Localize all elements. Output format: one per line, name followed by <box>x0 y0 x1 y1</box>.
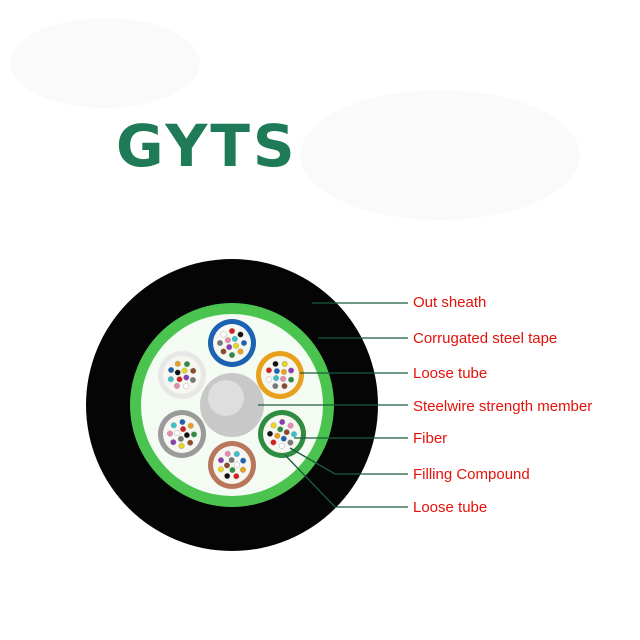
fiber <box>217 457 224 464</box>
fiber <box>190 431 197 438</box>
cable-type-title: GYTS <box>116 112 298 180</box>
fiber <box>267 430 274 437</box>
fiber <box>173 382 180 389</box>
fiber <box>237 348 244 355</box>
fiber <box>183 361 190 368</box>
fiber <box>287 422 294 429</box>
loose-tube-group <box>158 319 306 489</box>
fiber <box>229 467 236 474</box>
fiber <box>265 367 272 374</box>
fiber <box>167 376 174 383</box>
fiber <box>281 383 288 390</box>
fiber <box>178 443 185 450</box>
fiber <box>228 352 235 359</box>
fiber <box>190 367 197 374</box>
fiber <box>226 344 233 351</box>
fiber <box>228 328 235 335</box>
fiber <box>281 360 288 367</box>
fiber <box>272 383 279 390</box>
callout-label: Fiber <box>413 430 448 447</box>
fiber <box>270 422 277 429</box>
callout-label: Loose tube <box>413 365 488 382</box>
callout-label: Filling Compound <box>413 466 530 483</box>
fiber <box>168 367 175 374</box>
fiber <box>174 429 181 436</box>
fiber <box>231 335 238 342</box>
fiber <box>183 374 190 381</box>
fiber <box>220 331 227 338</box>
fiber <box>273 368 280 375</box>
fiber <box>176 376 183 383</box>
fiber <box>170 422 177 429</box>
callout-label: Out sheath <box>413 294 487 311</box>
fiber <box>239 466 246 473</box>
fiber <box>280 368 287 375</box>
fiber <box>280 435 287 442</box>
fiber <box>174 360 181 367</box>
fiber <box>278 443 285 450</box>
fiber <box>288 367 295 374</box>
background-shade <box>10 18 200 108</box>
fiber <box>237 331 244 338</box>
fiber <box>181 367 188 374</box>
fiber <box>283 429 290 436</box>
fiber <box>189 377 196 384</box>
fiber <box>187 439 194 446</box>
fiber <box>233 473 240 480</box>
fiber <box>223 462 230 469</box>
fiber <box>180 426 187 433</box>
fiber <box>233 451 240 458</box>
fiber <box>274 432 281 439</box>
fiber <box>224 473 231 480</box>
fiber <box>291 431 298 438</box>
strength-member-highlight <box>208 380 244 416</box>
leader-lines <box>258 302 408 508</box>
fiber <box>233 342 240 349</box>
fiber <box>233 461 240 468</box>
tube-gel <box>163 356 201 394</box>
fiber <box>220 348 227 355</box>
leader-line <box>284 454 408 508</box>
fiber <box>240 457 247 464</box>
fiber <box>224 450 231 457</box>
tube-gel <box>261 356 299 394</box>
fiber <box>183 432 190 439</box>
fiber <box>217 466 224 473</box>
fiber <box>224 337 231 344</box>
fiber <box>280 375 287 382</box>
fiber <box>170 439 177 446</box>
fiber <box>179 419 186 426</box>
callout-label: Corrugated steel tape <box>413 330 558 347</box>
fiber <box>183 383 190 390</box>
fiber <box>240 340 247 347</box>
fiber <box>279 419 286 426</box>
fiber <box>273 375 280 382</box>
tube-gel <box>213 446 251 484</box>
callout-label: Steelwire strength member <box>413 398 593 415</box>
fiber <box>187 422 194 429</box>
fiber <box>277 426 284 433</box>
fiber <box>228 457 235 464</box>
fiber <box>265 376 272 383</box>
fiber <box>287 439 294 446</box>
callout-label: Loose tube <box>413 499 488 516</box>
background-shade <box>300 90 580 220</box>
fiber <box>174 369 181 376</box>
fiber <box>288 376 295 383</box>
fiber <box>177 435 184 442</box>
fiber <box>216 340 223 347</box>
leader-line <box>289 447 408 475</box>
fiber <box>272 360 279 367</box>
fiber <box>166 430 173 437</box>
fiber <box>270 439 277 446</box>
